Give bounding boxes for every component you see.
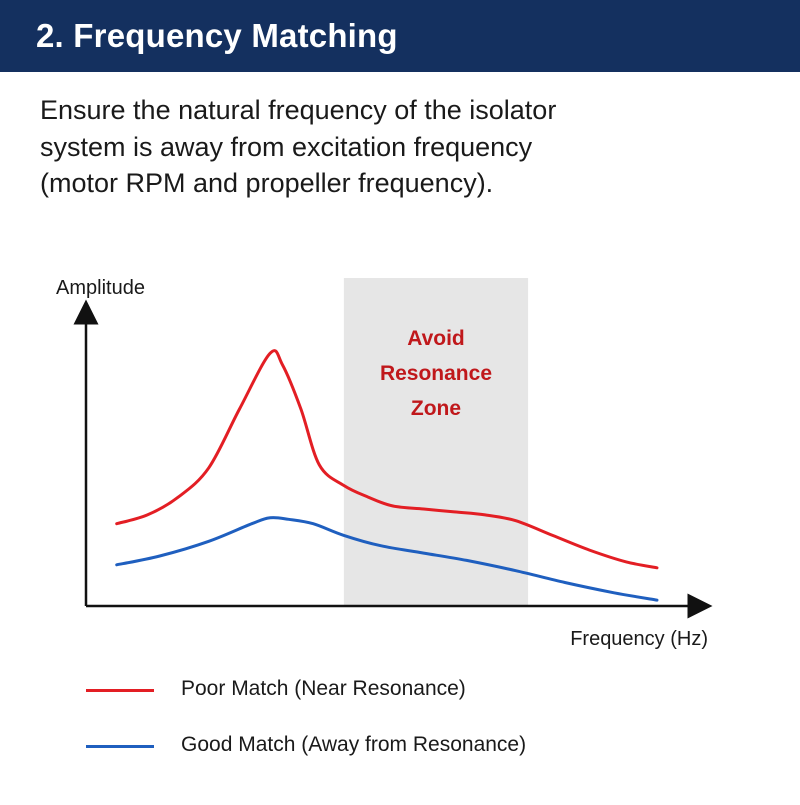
legend-label-good-match: Good Match (Away from Resonance) xyxy=(181,733,527,756)
description-text: Ensure the natural frequency of the isol… xyxy=(40,95,557,198)
legend-swatch-good-match xyxy=(86,745,154,748)
x-axis-label: Frequency (Hz) xyxy=(570,628,708,650)
y-axis-label: Amplitude xyxy=(56,277,145,299)
resonance-zone xyxy=(343,278,529,606)
resonance-zone-label-line: Avoid xyxy=(407,327,465,350)
legend-swatch-poor-match xyxy=(86,689,154,692)
resonance-zone-label-line: Resonance xyxy=(380,362,492,385)
resonance-zone-label-line: Zone xyxy=(411,397,461,420)
series-line-poor-match xyxy=(115,349,659,570)
header-banner: 2. Frequency Matching xyxy=(0,0,800,72)
page-title: 2. Frequency Matching xyxy=(36,17,398,54)
series-line-good-match xyxy=(115,516,659,602)
legend-label-poor-match: Poor Match (Near Resonance) xyxy=(181,677,466,700)
